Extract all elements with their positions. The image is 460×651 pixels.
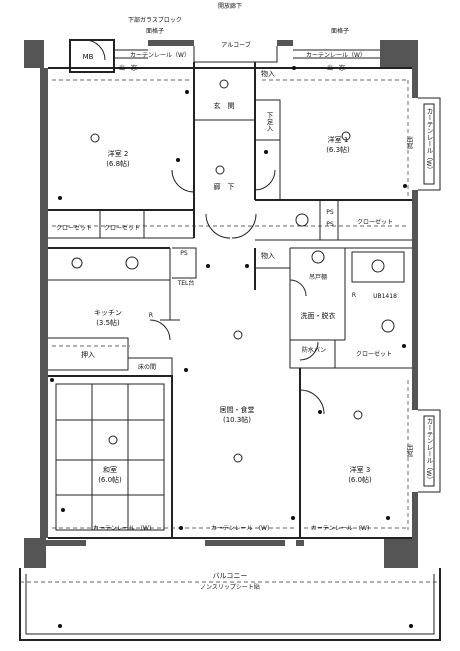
japanese-size: (6.0帖) bbox=[98, 476, 122, 484]
curtain-top-right-label: カーテンレール（W） bbox=[306, 52, 366, 59]
ps2-label: PS bbox=[326, 209, 334, 216]
curtain-bottom-a-label: カーテンレール (W) bbox=[92, 525, 152, 532]
entrance-label: 玄 関 bbox=[213, 102, 235, 110]
living-label: 居間・食堂 bbox=[219, 406, 255, 414]
storage-top-label: 物入 bbox=[261, 70, 275, 78]
oshiire-label: 押入 bbox=[81, 351, 95, 359]
living-size: (10.3帖) bbox=[222, 416, 252, 424]
balcony-label: バルコニー bbox=[212, 572, 248, 580]
tel-label: TEL台 bbox=[177, 280, 195, 287]
curtain-top-left-label: カーテンレール（W） bbox=[130, 52, 190, 59]
kitchen-size: (3.5帖) bbox=[96, 319, 120, 327]
storage-mid-label: 物入 bbox=[261, 252, 275, 260]
balcony bbox=[19, 568, 441, 641]
curtain-right-upper-label: カーテンレール（W） bbox=[425, 108, 433, 173]
japanese-label: 和室 bbox=[103, 466, 117, 474]
closet-b-label: クローゼット bbox=[103, 225, 141, 232]
western2-label: 洋室 2 bbox=[107, 150, 129, 158]
bath-label: UB1418 bbox=[373, 293, 397, 300]
pan-label: 防水パン bbox=[301, 347, 327, 354]
tokonoma-label: 床の間 bbox=[137, 364, 157, 371]
western1-size: (6.3帖) bbox=[326, 146, 350, 154]
r-mark-kitchen: R bbox=[148, 312, 154, 319]
dashed-lines bbox=[20, 79, 440, 583]
grille-left-label: 面格子 bbox=[145, 28, 165, 35]
interior-walls bbox=[48, 39, 412, 539]
washroom-label: 洗面・脱衣 bbox=[300, 312, 336, 320]
alcove-label: アルコーブ bbox=[221, 42, 251, 49]
ps3-label: PS bbox=[326, 221, 334, 228]
glass-block-label: 下部ガラスブロック bbox=[128, 17, 182, 24]
window-right-lower-label: 出窓 bbox=[405, 444, 413, 457]
western1-label: 洋室 1 bbox=[327, 136, 349, 144]
hanging-shelf-label: 吊戸棚 bbox=[308, 274, 328, 281]
curtain-bottom-c-label: カーテンレール (W) bbox=[310, 525, 370, 532]
kitchen-label: キッチン bbox=[94, 309, 122, 317]
bay-windows bbox=[418, 97, 441, 493]
door-swings bbox=[84, 39, 325, 415]
western3-size: (6.0帖) bbox=[348, 476, 372, 484]
western3-label: 洋室 3 bbox=[349, 466, 371, 474]
closet-a-label: クローゼット bbox=[55, 225, 93, 232]
mb-label: MB bbox=[82, 53, 94, 61]
corridor-label: 開放廊下 bbox=[217, 3, 243, 10]
window-top-left-label: 出 窓 bbox=[118, 65, 138, 72]
curtain-bottom-b-label: カーテンレール (W) bbox=[210, 525, 270, 532]
ps1-label: PS bbox=[180, 250, 188, 257]
r-mark-wash: R bbox=[351, 292, 357, 299]
curtain-right-lower-label: カーテンレール（W） bbox=[425, 418, 433, 483]
shoe-rack-label: 下足入 bbox=[265, 112, 273, 132]
exterior-walls bbox=[24, 40, 418, 568]
closet-c-label: クローゼット bbox=[356, 219, 394, 226]
grille-right-label: 面格子 bbox=[330, 28, 350, 35]
balcony-note: ノンスリップシート貼 bbox=[200, 584, 260, 591]
western2-size: (6.8帖) bbox=[106, 160, 130, 168]
fixtures bbox=[50, 66, 413, 628]
window-top-right-label: 出 窓 bbox=[326, 65, 346, 72]
closet-d-label: クローゼット bbox=[355, 351, 393, 358]
hall-label: 廊 下 bbox=[213, 183, 235, 191]
window-right-upper-label: 出窓 bbox=[405, 136, 413, 149]
